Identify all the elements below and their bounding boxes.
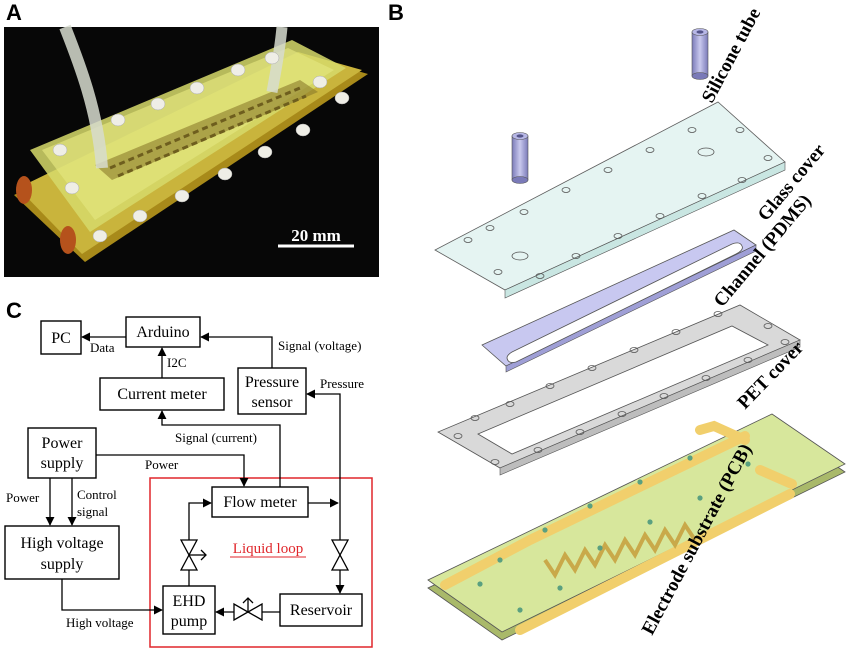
liquid-loop-label: Liquid loop [233,541,303,557]
ehd-pump-label-1: EHD [173,593,206,610]
panel-label-a: A [6,0,22,25]
label-control-2: signal [77,504,108,519]
ehd-pump-box [162,585,216,635]
pressure-sensor-label-2: sensor [252,394,294,411]
hv-supply-box [4,525,120,580]
flow-meter-label: Flow meter [223,494,297,511]
arduino-label: Arduino [136,324,189,341]
ehd-pump-label-2: pump [171,613,207,630]
flow-meter-box [211,486,309,518]
pc-label: PC [51,330,71,347]
arrow-hv-ehd [61,579,163,615]
check-valve-left [179,539,207,571]
pcb-layer [427,413,846,641]
power-supply-label-1: Power [42,435,84,452]
label-power-left: Power [6,490,40,505]
pressure-sensor-box [237,367,307,415]
power-supply-label-2: supply [41,455,84,472]
current-meter-box [99,377,225,411]
valve-right [330,539,350,571]
arrow-pressure-arduino [200,332,273,368]
panel-c: PC Arduino Current meter Pressure sensor… [4,316,373,648]
silicone-tube-right [691,28,709,80]
label-signal-voltage: Signal (voltage) [278,338,361,353]
silicone-tube-left [511,132,529,184]
label-power-right: Power [145,457,179,472]
reservoir-box [279,593,363,627]
arrow-pressure-line [306,389,341,503]
label-signal-current: Signal (current) [175,430,257,445]
chip-photo [14,24,368,262]
arrow-power-flowmeter [96,454,249,487]
arduino-box [125,316,201,348]
arrow-flow-current [157,410,281,487]
current-meter-label: Current meter [117,386,207,403]
power-supply-box [27,427,97,479]
pipe-left-top [188,498,212,540]
panel-b: Silicone tube Glass cover Channel (PDMS)… [427,5,846,641]
panel-label-b: B [388,0,404,25]
panel-label-c: C [6,298,22,323]
pc-box [40,320,82,355]
label-pressure: Pressure [320,376,364,391]
pdms-channel-layer [481,229,757,373]
scale-bar-label: 20 mm [291,226,341,245]
check-valve-bottom [233,597,263,622]
pressure-sensor-label-1: Pressure [245,374,299,391]
reservoir-label: Reservoir [290,602,353,619]
hv-supply-label-1: High voltage [20,535,103,552]
pet-cover-layer [437,304,801,476]
label-high-voltage: High voltage [66,615,134,630]
glass-cover-layer [434,101,786,299]
hv-supply-label-2: supply [41,556,84,573]
label-i2c: I2C [167,355,187,370]
panel-a: 20 mm [4,24,379,277]
label-data: Data [90,340,115,355]
label-control-1: Control [77,487,117,502]
liquid-loop-frame [149,477,373,648]
